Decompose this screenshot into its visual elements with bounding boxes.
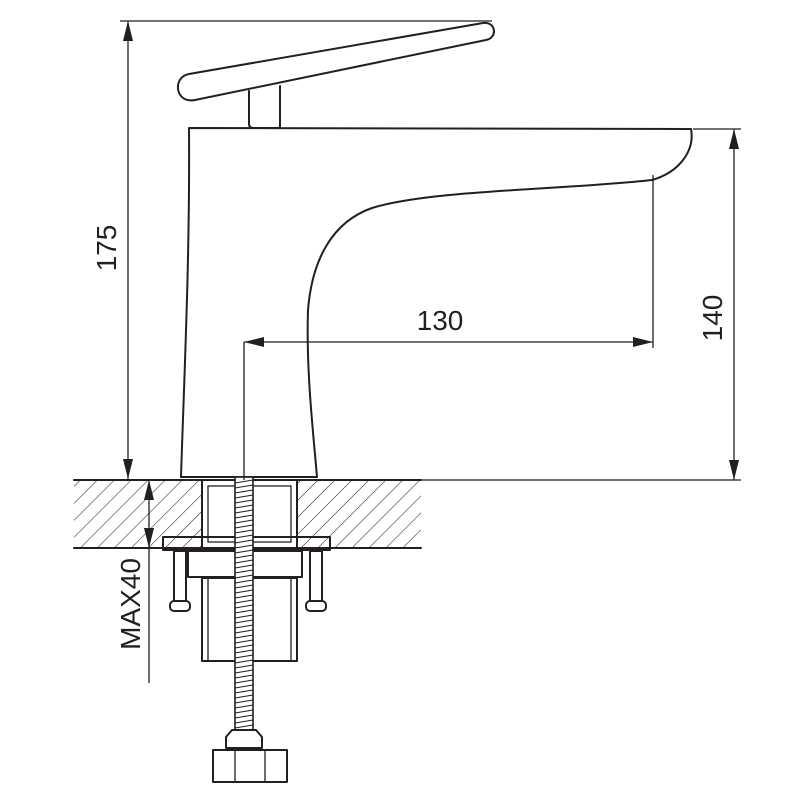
thread-line xyxy=(234,654,254,659)
thread-line xyxy=(234,594,254,599)
dimension-spout-reach: 130 xyxy=(243,175,654,480)
right-screw-head xyxy=(305,600,327,612)
overall-height-arrow-bottom xyxy=(123,459,133,479)
thread-line xyxy=(234,574,254,579)
handle-stem xyxy=(248,85,281,129)
thread-line xyxy=(234,679,254,684)
thread-line xyxy=(234,614,254,619)
thread-line xyxy=(234,714,254,719)
thread-line xyxy=(234,524,254,529)
dimension-spout-height: 140 xyxy=(421,128,741,481)
spout-height-label: 140 xyxy=(697,295,728,342)
thread-line xyxy=(234,674,254,679)
thread-line xyxy=(234,624,254,629)
dimension-max-thickness: MAX40 xyxy=(115,480,154,683)
thread-line xyxy=(234,604,254,609)
left-screw-head xyxy=(169,600,191,612)
thread-line xyxy=(234,719,254,724)
connector-neck xyxy=(225,729,263,749)
thread-line xyxy=(234,694,254,699)
rod-threads xyxy=(234,479,254,729)
thread-line xyxy=(234,699,254,704)
overall-height-label: 175 xyxy=(91,225,122,272)
right-mounting-screw xyxy=(305,550,327,612)
thread-line xyxy=(234,664,254,669)
body-outline xyxy=(180,127,693,478)
thread-line xyxy=(234,554,254,559)
dimension-overall-height: 175 xyxy=(91,20,492,479)
threaded-rod xyxy=(234,476,254,731)
thread-line xyxy=(234,484,254,489)
thread-line xyxy=(234,489,254,494)
spout-height-arrow-bottom xyxy=(729,460,739,480)
thread-line xyxy=(234,519,254,524)
thread-line xyxy=(234,709,254,714)
thread-line xyxy=(234,704,254,709)
thread-line xyxy=(234,644,254,649)
thread-line xyxy=(234,509,254,514)
max-thickness-arrow-top xyxy=(144,480,154,500)
thread-line xyxy=(234,504,254,509)
thread-line xyxy=(234,589,254,594)
max-thickness-arrow-bottom xyxy=(144,528,154,548)
thread-line xyxy=(234,559,254,564)
thread-line xyxy=(234,689,254,694)
spout-reach-arrow-right xyxy=(633,337,653,347)
thread-line xyxy=(234,544,254,549)
overall-height-arrow-top xyxy=(123,21,133,41)
spout-reach-arrow-left xyxy=(244,337,264,347)
faucet-body xyxy=(176,21,693,478)
thread-line xyxy=(234,499,254,504)
thread-line xyxy=(234,634,254,639)
thread-line xyxy=(234,514,254,519)
thread-line xyxy=(234,494,254,499)
thread-line xyxy=(234,724,254,729)
spout-height-arrow-top xyxy=(729,129,739,149)
thread-line xyxy=(234,584,254,589)
thread-line xyxy=(234,569,254,574)
thread-line xyxy=(234,564,254,569)
max-thickness-label: MAX40 xyxy=(115,558,146,650)
thread-line xyxy=(234,549,254,554)
thread-line xyxy=(234,659,254,664)
thread-line xyxy=(234,669,254,674)
left-screw-shaft xyxy=(173,550,187,602)
thread-line xyxy=(234,479,254,484)
hose-connector xyxy=(212,729,288,783)
thread-line xyxy=(234,539,254,544)
left-mounting-screw xyxy=(169,550,191,612)
thread-line xyxy=(234,599,254,604)
right-screw-shaft xyxy=(309,550,323,602)
thread-line xyxy=(234,629,254,634)
connector-nut xyxy=(212,749,288,783)
handle-lever xyxy=(176,21,495,102)
thread-line xyxy=(234,684,254,689)
thread-line xyxy=(234,609,254,614)
spout-reach-label: 130 xyxy=(417,305,464,336)
thread-line xyxy=(234,649,254,654)
thread-line xyxy=(234,529,254,534)
thread-line xyxy=(234,639,254,644)
thread-line xyxy=(234,619,254,624)
thread-line xyxy=(234,579,254,584)
thread-line xyxy=(234,534,254,539)
